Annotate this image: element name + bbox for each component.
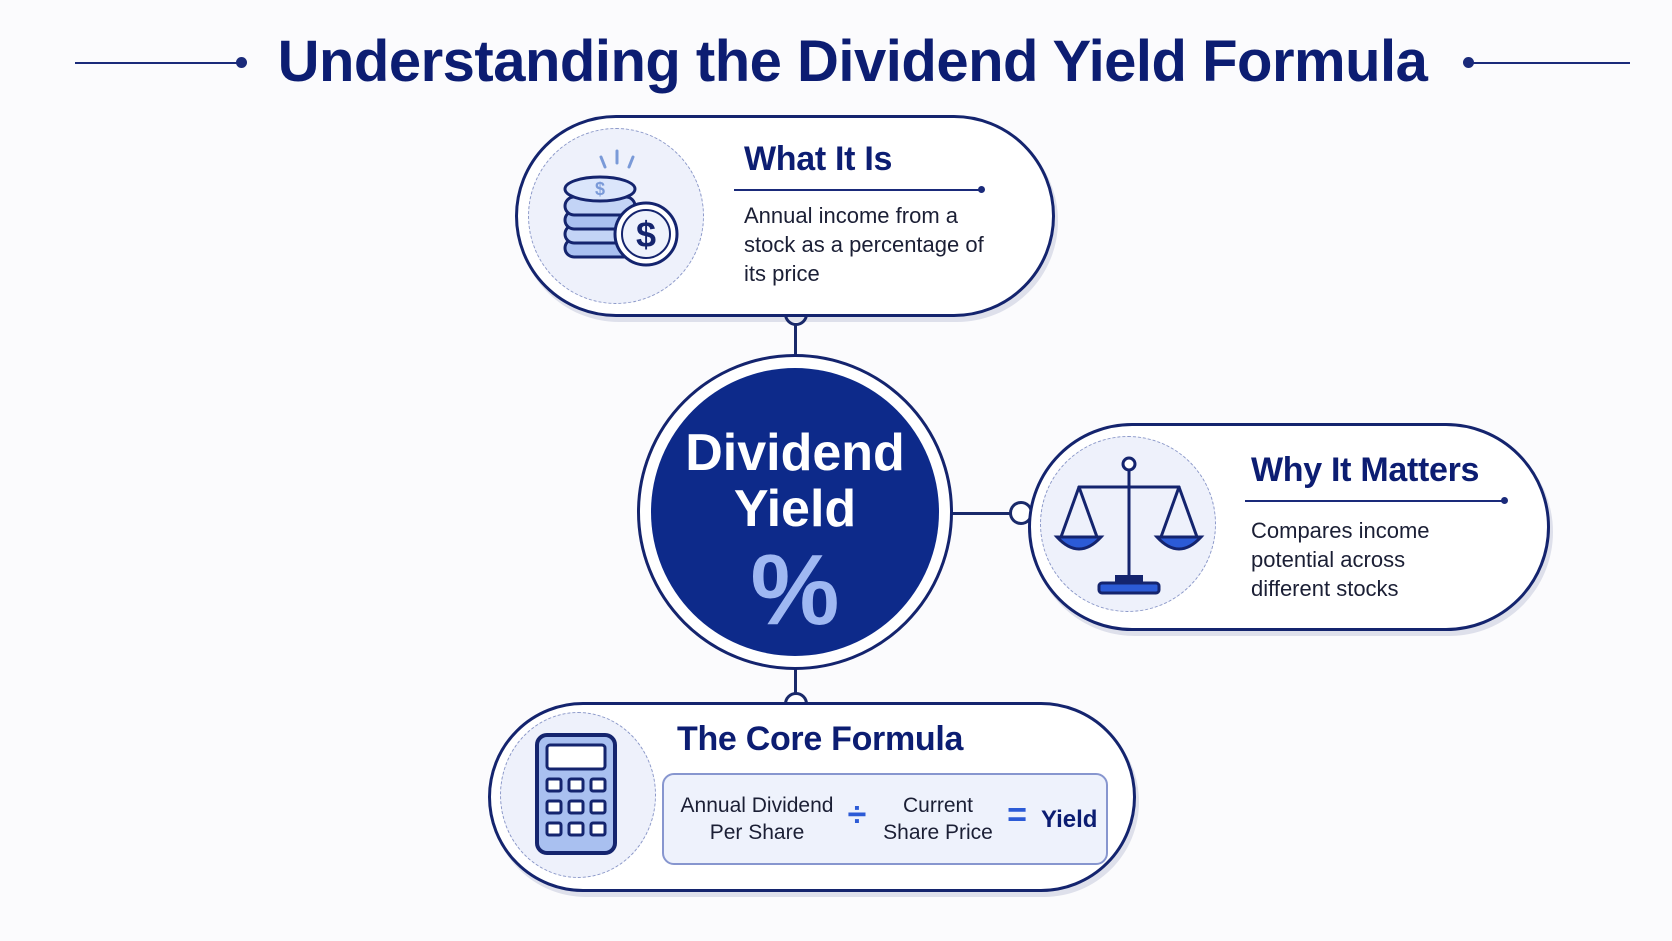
percent-icon: % <box>750 534 840 646</box>
card-rule-why-it-matters <box>1245 497 1508 504</box>
balance-scale-icon <box>1040 436 1216 612</box>
card-title-what-it-is: What It Is <box>744 140 893 178</box>
connector-top <box>794 318 797 356</box>
card-body-why-it-matters: Compares income potential across differe… <box>1251 518 1430 601</box>
title-dot-right <box>1463 57 1474 68</box>
hub-label-line1: Dividend <box>685 424 905 482</box>
formula-denominator: Current Share Price <box>883 794 993 844</box>
card-body-what-it-is: Annual income from a stock as a percenta… <box>744 203 984 286</box>
card-title-core-formula: The Core Formula <box>677 720 964 758</box>
title-dot-left <box>236 57 247 68</box>
coin-stack-dollar-icon: $ $ <box>528 128 704 304</box>
connector-bottom <box>794 668 797 704</box>
title-rule-left <box>75 62 240 64</box>
calculator-icon <box>500 712 656 878</box>
divide-icon: ÷ <box>847 796 867 834</box>
card-rule-what-it-is <box>734 186 985 193</box>
equals-icon: = <box>1007 796 1027 834</box>
connector-right <box>951 512 1011 515</box>
hub-label-line2: Yield <box>733 480 857 538</box>
page-title: Understanding the Dividend Yield Formula <box>277 29 1428 94</box>
svg-text:$: $ <box>636 214 656 255</box>
formula-result: Yield <box>1041 806 1098 833</box>
card-title-why-it-matters: Why It Matters <box>1251 451 1480 489</box>
formula-numerator: Annual Dividend Per Share <box>680 794 834 844</box>
hub-circle <box>651 368 939 656</box>
formula-box <box>662 773 1108 865</box>
title-rule-right <box>1470 62 1630 64</box>
svg-text:$: $ <box>595 179 605 199</box>
title-row: Understanding the Dividend Yield Formula <box>0 22 1672 102</box>
